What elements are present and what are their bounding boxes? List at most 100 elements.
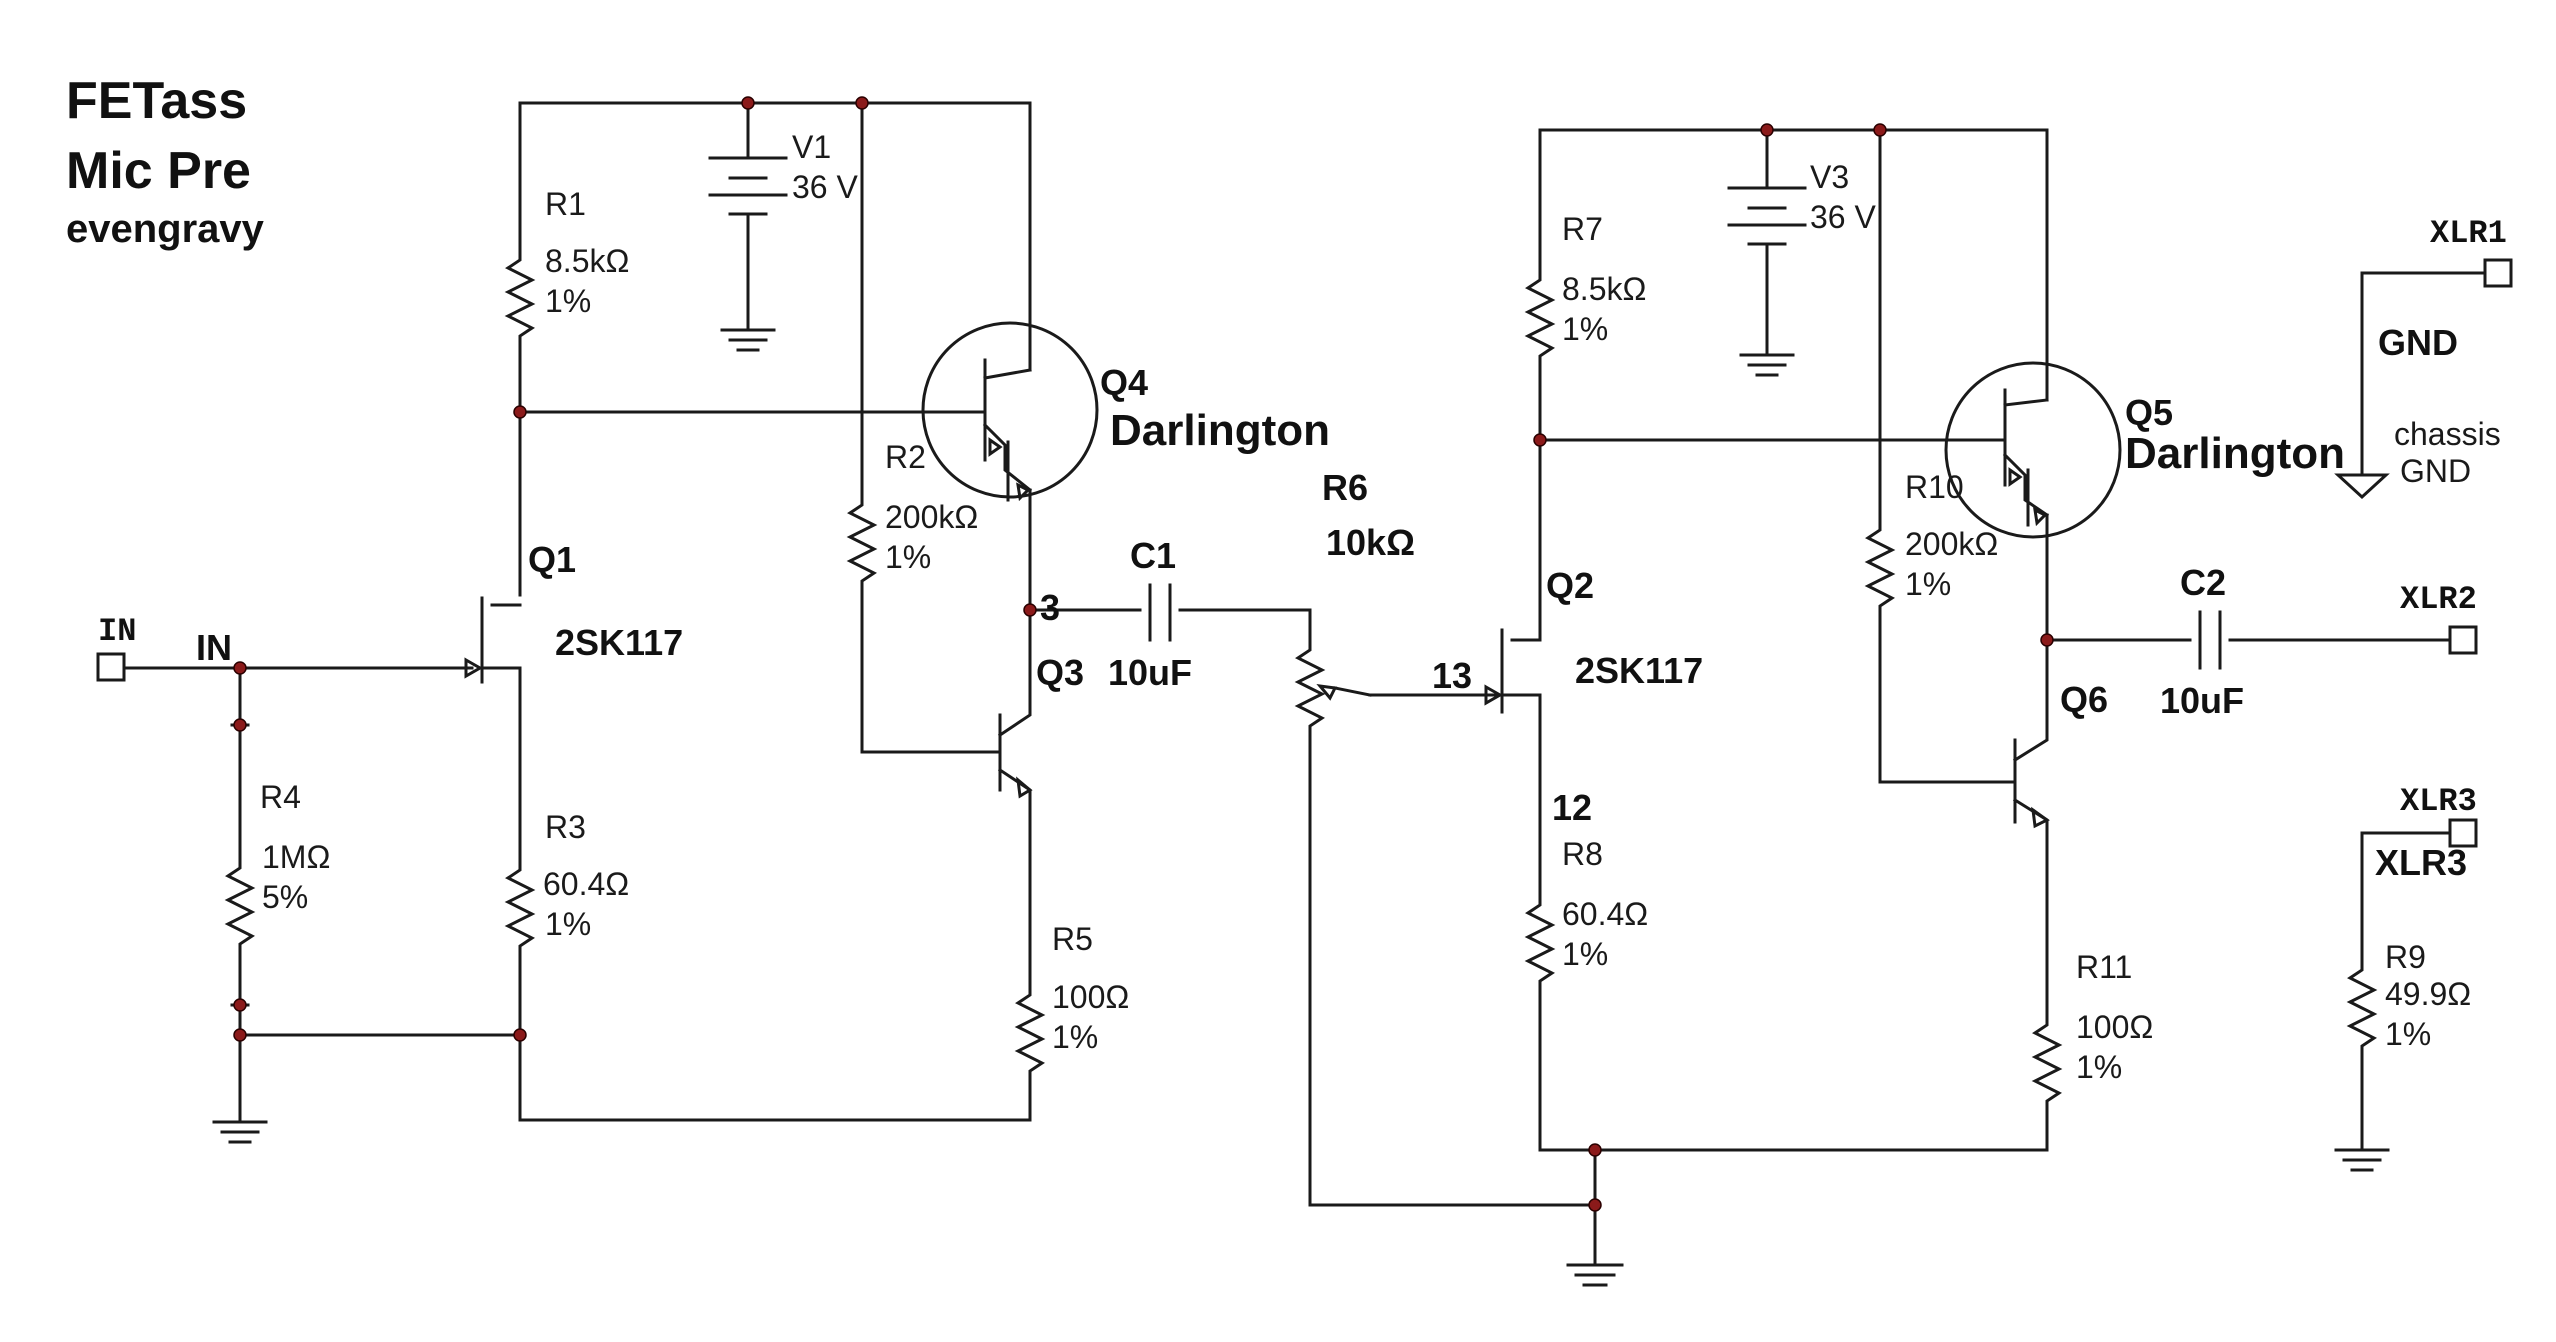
resistor-r10: [1864, 520, 1896, 615]
wire: [480, 666, 522, 862]
junction-dot: [1533, 433, 1547, 447]
junction-dot: [1588, 1198, 1602, 1212]
r7-value: 8.5kΩ: [1562, 271, 1646, 307]
q6-ref: Q6: [2060, 679, 2108, 720]
title-line2: Mic Pre: [66, 142, 251, 200]
resistor-r11: [2031, 1015, 2063, 1110]
q3-arrow: [1016, 776, 1033, 799]
junction-dot: [741, 96, 755, 110]
r5-tol: 1%: [1052, 1019, 1098, 1055]
r2-ref: R2: [885, 439, 926, 475]
r8-value: 60.4Ω: [1562, 896, 1648, 932]
v1-ref: V1: [792, 129, 831, 165]
junction-dot: [855, 96, 869, 110]
title-line1: FETass: [66, 72, 247, 130]
in-port-box[interactable]: [96, 652, 126, 682]
r2-tol: 1%: [885, 539, 931, 575]
r11-value: 100Ω: [2076, 1009, 2153, 1045]
xlr2-port-box[interactable]: [2448, 625, 2478, 655]
chassis-ground-symbol: [2334, 473, 2390, 500]
junction-dot: [1760, 123, 1774, 137]
r10-ref: R10: [1905, 469, 1964, 505]
q4-arrow: [988, 437, 1003, 457]
battery-v3: [1727, 186, 1807, 246]
r4-ref: R4: [260, 779, 301, 815]
wire: [997, 767, 1032, 987]
junction-dot: [233, 998, 247, 1012]
wire: [2003, 398, 2049, 407]
wire: [997, 608, 1032, 738]
wire: [983, 368, 1032, 380]
in-port-label: IN: [98, 613, 136, 650]
c2-ref: C2: [2180, 562, 2226, 603]
junction-dot: [1023, 603, 1037, 617]
wire: [2360, 831, 2452, 962]
junction-dots: [233, 96, 2054, 1212]
resistor-r2: [846, 495, 878, 590]
resistor-r5: [1014, 985, 1046, 1080]
q5-arrow: [2033, 507, 2048, 527]
xlr1-port-box[interactable]: [2483, 258, 2513, 288]
ground-symbol: [1739, 353, 1795, 377]
r8-tol: 1%: [1562, 936, 1608, 972]
r3-ref: R3: [545, 809, 586, 845]
wire: [982, 422, 1033, 493]
r7-ref: R7: [1562, 211, 1603, 247]
r9-tol: 1%: [2385, 1016, 2431, 1052]
potentiometer-r6[interactable]: [1294, 640, 1326, 735]
q4-arrow: [1016, 482, 1031, 502]
r9-ref: R9: [2385, 939, 2426, 975]
resistor-r4: [224, 858, 256, 953]
junction-dot: [2040, 633, 2054, 647]
junction-dot: [233, 661, 247, 675]
q5-arrow: [2008, 467, 2023, 487]
resistor-r7: [1524, 270, 1556, 365]
wire: [1333, 686, 1372, 697]
q2-ref: Q2: [1546, 565, 1594, 606]
r4-value: 1MΩ: [262, 839, 330, 875]
q1-part: 2SK117: [555, 622, 683, 663]
ground-symbol: [720, 328, 776, 352]
r8-ref: R8: [1562, 836, 1603, 872]
c1-value: 10uF: [1108, 652, 1192, 693]
wire: [2002, 452, 2050, 518]
q4-darlington-circle: [921, 321, 1099, 499]
net-13-label: 13: [1432, 655, 1472, 696]
q1-ref: Q1: [528, 539, 576, 580]
xlr2-label: XLR2: [2400, 581, 2477, 618]
c2-value: 10uF: [2160, 680, 2244, 721]
r11-tol: 1%: [2076, 1049, 2122, 1085]
wire: [1308, 733, 1597, 1207]
r6-wiper-arrow: [1316, 684, 1338, 701]
xlr1-label: XLR1: [2430, 215, 2507, 252]
r7-tol: 1%: [1562, 311, 1608, 347]
q5-ref: Q5: [2125, 392, 2173, 433]
wire: [1878, 613, 2017, 784]
q4-part: Darlington: [1110, 406, 1330, 455]
capacitor-c1: [1148, 583, 1172, 642]
xlr3-label: XLR3: [2400, 783, 2477, 820]
stage2-bottom-rail: [1538, 988, 2049, 1152]
net-12-label: 12: [1552, 787, 1592, 828]
resistor-r8: [1524, 895, 1556, 990]
r3-value: 60.4Ω: [543, 866, 629, 902]
author-label: evengravy: [66, 207, 265, 251]
q4-ref: Q4: [1100, 362, 1148, 403]
r10-value: 200kΩ: [1905, 526, 1998, 562]
chassis-label-line1: chassis: [2394, 416, 2501, 452]
v1-value: 36 V: [792, 169, 858, 205]
junction-dot: [1588, 1143, 1602, 1157]
capacitor-c2: [2198, 610, 2222, 670]
r10-tol: 1%: [1905, 566, 1951, 602]
r1-ref: R1: [545, 186, 586, 222]
net-3-label: 3: [1040, 587, 1060, 628]
r4-tol: 5%: [262, 879, 308, 915]
xlr3-net-label: XLR3: [2375, 842, 2467, 883]
v3-ref: V3: [1810, 159, 1849, 195]
r5-value: 100Ω: [1052, 979, 1129, 1015]
q6-arrow: [2031, 806, 2050, 829]
r6-ref: R6: [1322, 467, 1368, 508]
junction-dot: [233, 718, 247, 732]
